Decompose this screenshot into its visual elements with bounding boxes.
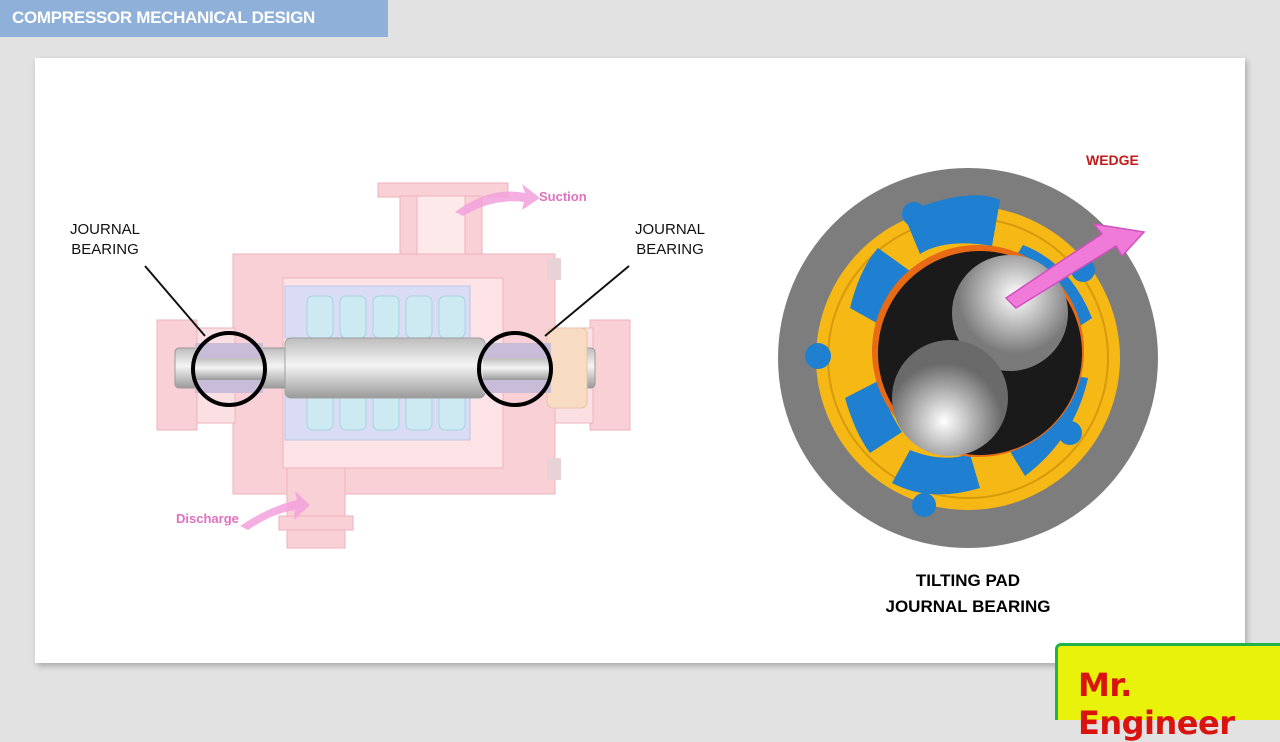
journal-highlight-bottom bbox=[892, 340, 1008, 456]
left-label-line1: JOURNAL bbox=[69, 221, 140, 238]
left-journal-bearing-label: JOURNAL BEARING bbox=[65, 220, 145, 260]
left-label-line2: BEARING bbox=[71, 241, 139, 258]
rotor-body bbox=[284, 337, 486, 399]
wedge-arrow bbox=[1004, 222, 1146, 309]
right-label-line2: BEARING bbox=[636, 241, 704, 258]
page-title: COMPRESSOR MECHANICAL DESIGN bbox=[12, 8, 315, 27]
suction-label: Suction bbox=[539, 189, 587, 204]
caption-line2: JOURNAL BEARING bbox=[885, 597, 1051, 616]
left-leader-line bbox=[144, 265, 206, 337]
brand-name: Mr. Engineer bbox=[1078, 666, 1235, 742]
right-leader-line bbox=[544, 265, 630, 337]
compressor-cross-section bbox=[144, 182, 631, 549]
discharge-arrow bbox=[240, 491, 310, 530]
right-journal-bearing bbox=[477, 331, 553, 407]
right-label-line1: JOURNAL bbox=[634, 221, 705, 238]
wedge-label: WEDGE bbox=[1086, 152, 1139, 168]
right-journal-bearing-label: JOURNAL BEARING bbox=[630, 220, 710, 260]
discharge-label: Discharge bbox=[176, 511, 239, 526]
left-journal-bearing bbox=[191, 331, 267, 407]
coupling bbox=[546, 327, 588, 409]
caption-line1: TILTING PAD bbox=[915, 571, 1021, 590]
suction-arrow bbox=[455, 184, 540, 216]
bearing-caption: TILTING PAD JOURNAL BEARING bbox=[838, 568, 1098, 620]
header-bar: COMPRESSOR MECHANICAL DESIGN bbox=[0, 0, 388, 37]
brand-badge: Mr. Engineer bbox=[1055, 643, 1280, 742]
tilting-pad-bearing-diagram bbox=[778, 168, 1158, 548]
slide-canvas: JOURNAL BEARING JOURNAL BEARING Suction … bbox=[35, 58, 1245, 663]
